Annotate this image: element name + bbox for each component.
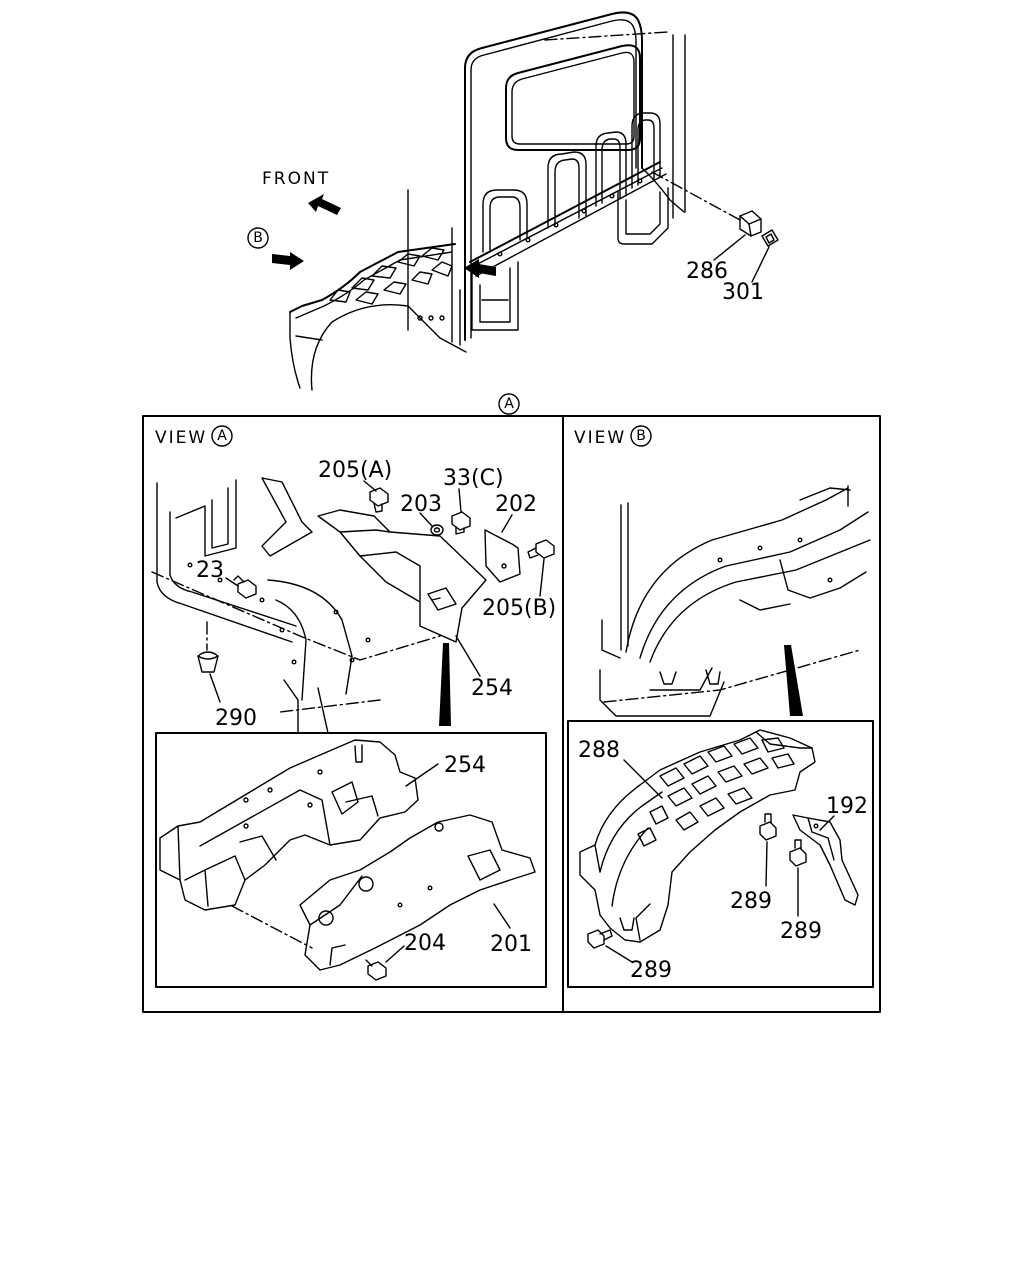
view-a-cab-panel (151, 477, 441, 734)
detail-part-288-liner (579, 729, 816, 943)
part-254-bracket (317, 509, 487, 643)
view-a-detail-box (155, 732, 547, 988)
part-23-bolt (233, 575, 257, 599)
callout-289-c: 289 (630, 958, 672, 983)
views-frame (142, 415, 881, 1013)
callout-202: 202 (495, 492, 537, 517)
view-b-detail-pointer (784, 645, 803, 716)
view-b-marker: B (247, 227, 269, 249)
view-a-marker-letter: A (504, 396, 514, 412)
view-a-title-letter: A (217, 428, 227, 444)
part-205b-bolt (527, 539, 555, 559)
front-label: FRONT (262, 169, 330, 189)
view-a-title-text: VIEW (155, 428, 207, 448)
view-a-detail-pointer (439, 643, 451, 726)
callout-205a: 205(A) (318, 458, 392, 483)
view-a-leaders (209, 480, 545, 703)
cab-rear-illustration (464, 11, 686, 341)
part-301 (761, 229, 779, 247)
view-b-direction-arrow (272, 252, 304, 270)
detail-part-192-bracket (792, 814, 859, 906)
panel-holes (187, 562, 371, 665)
part-286 (739, 210, 762, 237)
part-203-washer (430, 524, 444, 536)
callout-205b: 205(B) (482, 596, 556, 621)
liner-ribs (637, 737, 795, 847)
view-b-fender-area (599, 485, 871, 717)
part-202-plate (484, 529, 521, 583)
detail-callout-204: 204 (404, 931, 446, 956)
leader-301 (751, 246, 770, 283)
detail-part-289-bolt-c (587, 929, 613, 949)
callout-288: 288 (578, 738, 620, 763)
view-b-title-letter: B (636, 428, 646, 444)
rear-window (505, 44, 641, 151)
callout-289-a: 289 (730, 889, 772, 914)
view-b-detail-leaders (605, 759, 835, 963)
detail-part-254 (159, 739, 419, 911)
callout-192: 192 (826, 794, 868, 819)
view-b-title: VIEW B (574, 425, 652, 448)
front-direction-arrow (308, 194, 341, 215)
view-b-marker-letter: B (253, 230, 263, 246)
part-205a-bolt (369, 487, 389, 513)
callout-289-b: 289 (780, 919, 822, 944)
part-33c-bolt (451, 511, 471, 535)
detail-callout-201: 201 (490, 932, 532, 957)
view-b-title-text: VIEW (574, 428, 626, 448)
callout-203: 203 (400, 492, 442, 517)
leader-286 (713, 234, 746, 261)
detail-callout-254: 254 (444, 753, 486, 778)
detail-part-289-bolt-a (759, 813, 777, 841)
callout-254: 254 (471, 676, 513, 701)
part-290-plug (197, 651, 219, 673)
detail-part-289-bolt-b (789, 839, 807, 867)
view-a-title: VIEW A (155, 425, 233, 448)
detail-part-201 (299, 814, 536, 971)
callout-33c: 33(C) (443, 466, 504, 491)
callout-286: 286 (686, 259, 728, 284)
view-a-detail-leaders (385, 763, 511, 963)
view-a-direction-arrow (464, 259, 496, 278)
view-a-marker: A (498, 393, 520, 415)
callout-23: 23 (196, 558, 224, 583)
view-b-detail-box (567, 720, 874, 988)
callout-301: 301 (722, 280, 764, 305)
cross-member-holes (497, 178, 643, 257)
detail-part-204-bolt (365, 959, 387, 981)
callout-290: 290 (215, 706, 257, 731)
front-fender-illustration (289, 189, 467, 391)
